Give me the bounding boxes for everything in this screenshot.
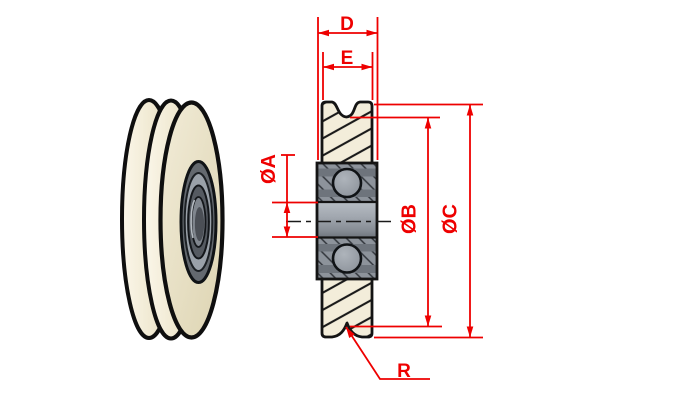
arrow-c-up <box>466 104 474 116</box>
bearing-hub <box>179 160 218 284</box>
arrow-b-up <box>424 117 432 129</box>
dim-label-r: R <box>397 361 411 382</box>
arrow-d-left <box>318 29 329 37</box>
arrow-c-down <box>466 326 474 338</box>
arrow-a-down <box>283 226 291 237</box>
bearing-ball-top <box>331 167 363 199</box>
bearing-bore-band <box>317 202 377 238</box>
dim-label-phi-a: ØA <box>258 154 280 184</box>
arrow-e-right <box>361 63 373 71</box>
bearing-ball-bottom <box>331 243 363 274</box>
dimension-E <box>322 52 374 100</box>
isometric-pulley-view <box>120 98 225 341</box>
dimension-D <box>317 17 379 160</box>
arrow-a-up <box>283 202 291 213</box>
dimension-phiC <box>374 103 483 339</box>
hub-bore-shadow <box>194 207 205 241</box>
dimension-phiA <box>272 154 318 238</box>
arrow-d-right <box>366 29 378 37</box>
arrow-b-down <box>424 315 432 327</box>
dimension-R-leader <box>345 326 430 380</box>
dim-label-phi-c: ØC <box>440 204 462 234</box>
dim-label-phi-b: ØB <box>399 204 421 234</box>
dimension-phiB <box>350 116 442 328</box>
section-view <box>286 100 392 339</box>
arrow-r <box>346 327 355 338</box>
hub-bore-highlight <box>190 199 196 239</box>
dim-label-e: E <box>341 48 354 69</box>
dimensions <box>272 17 483 380</box>
dim-label-d: D <box>340 14 354 35</box>
arrow-e-left <box>323 63 334 71</box>
